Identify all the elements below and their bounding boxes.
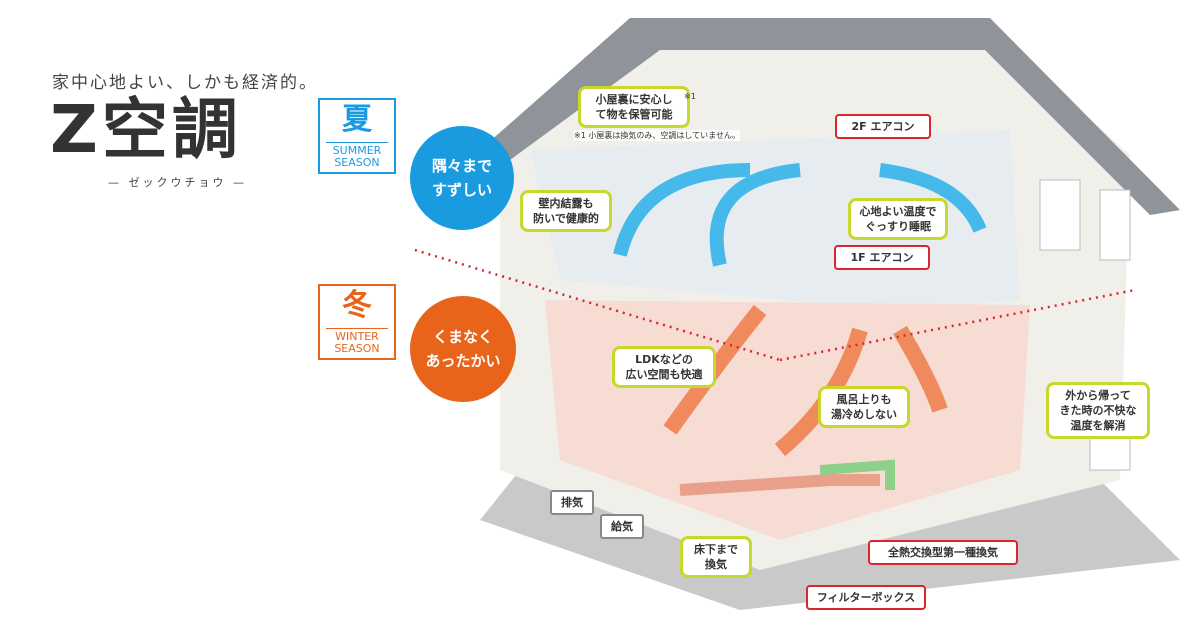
ldk-line1: LDKなどの — [635, 353, 693, 366]
ac-2f-label: 2F エアコン — [835, 114, 931, 139]
sleep-line1: 心地よい温度で — [859, 205, 937, 218]
erv-label: 全熱交換型第一種換気 — [868, 540, 1018, 565]
ldk-callout: LDKなどの広い空間も快適 — [612, 346, 716, 388]
ac-1f-label: 1F エアコン — [834, 245, 930, 270]
summer-en1: SUMMER — [332, 144, 382, 157]
winter-kanji: 冬 — [342, 288, 372, 323]
summer-en2: SEASON — [334, 156, 380, 169]
logo-reading: — ゼックウチョウ — — [108, 176, 247, 189]
home-line2: きた時の不快な — [1059, 404, 1137, 417]
cool-air-arrow — [709, 163, 801, 267]
season-divider — [779, 288, 1136, 362]
filter-box-label: フィルターボックス — [806, 585, 926, 610]
warm-air-arrow — [893, 325, 948, 413]
winter-en1: WINTER — [335, 330, 379, 343]
supply-label: 給気 — [600, 514, 644, 539]
attic-line1: 小屋裏に安心し — [595, 93, 673, 106]
logo: Z空調 — [50, 91, 242, 168]
exhaust-label: 排気 — [550, 490, 594, 515]
summer-season-badge: 夏 SUMMER SEASON — [318, 98, 396, 174]
home-line1: 外から帰って — [1065, 389, 1131, 402]
window — [1039, 179, 1081, 251]
warm-air-arrow — [663, 305, 767, 435]
window — [1099, 189, 1131, 261]
sleep-callout: 心地よい温度でぐっすり睡眠 — [848, 198, 948, 240]
winter-season-badge: 冬 WINTER SEASON — [318, 284, 396, 360]
summer-circle: 隅々まですずしい — [410, 126, 514, 230]
wall-callout: 壁内結露も防いで健康的 — [520, 190, 612, 232]
sleep-line2: ぐっすり睡眠 — [865, 220, 931, 233]
tagline: 家中心地よい、しかも経済的。 — [52, 73, 318, 93]
attic-note: ※1 小屋裏は換気のみ、空調はしていません。 — [574, 130, 740, 141]
home-line3: 温度を解消 — [1070, 419, 1126, 432]
bath-line2: 湯冷めしない — [831, 408, 897, 421]
attic-callout: 小屋裏に安心して物を保管可能 — [578, 86, 690, 128]
winter-en2: SEASON — [334, 342, 380, 355]
wall-line1: 壁内結露も — [538, 197, 594, 210]
underfloor-callout: 床下まで換気 — [680, 536, 752, 578]
summer-kanji: 夏 — [342, 102, 372, 137]
winter-circle: くまなくあったかい — [410, 296, 516, 402]
winter-circle-line1: くまなく — [432, 328, 493, 346]
wall-line2: 防いで健康的 — [533, 212, 599, 225]
home-callout: 外から帰ってきた時の不快な温度を解消 — [1046, 382, 1150, 439]
cool-air-arrow — [613, 163, 751, 257]
floor-line2: 換気 — [705, 558, 727, 571]
cool-air-arrow — [879, 163, 987, 233]
bath-callout: 風呂上りも湯冷めしない — [818, 386, 910, 428]
roof — [480, 18, 1180, 215]
attic-line2: て物を保管可能 — [595, 108, 673, 121]
ldk-line2: 広い空間も快適 — [625, 368, 703, 381]
attic-mark: ※1 — [684, 92, 696, 101]
winter-circle-line2: あったかい — [425, 352, 501, 370]
summer-circle-line2: すずしい — [431, 181, 492, 199]
floor-line1: 床下まで — [694, 543, 738, 556]
bath-line1: 風呂上りも — [836, 393, 892, 406]
duct — [679, 474, 880, 496]
duct — [819, 459, 895, 490]
season-divider — [414, 248, 781, 362]
summer-circle-line1: 隅々まで — [431, 157, 492, 175]
